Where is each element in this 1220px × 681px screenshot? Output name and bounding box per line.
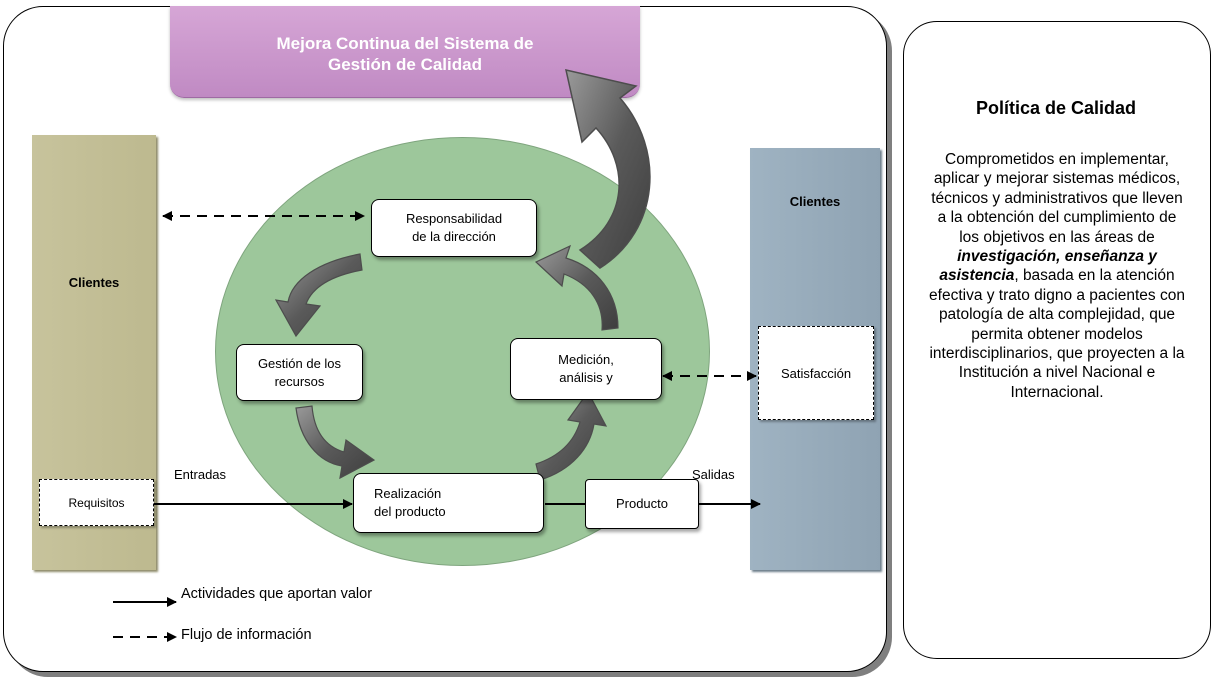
policy-text-emphasis: investigación, enseñanza y asistencia [939,248,1157,285]
realization-line-2: del producto [374,504,446,519]
resources-line-1: Gestión de los [257,355,342,371]
measurement-line-1: Medición, [558,352,614,367]
requirements-box: Requisitos [39,479,154,526]
outputs-label: Salidas [692,467,735,482]
responsibility-line-2: de la dirección [412,229,496,244]
policy-title: Política de Calidad [975,98,1137,118]
cycle-arrow-right-bottom [535,390,608,481]
cycle-arrow-left-bottom [295,405,376,480]
banner-line-1: Mejora Continua del Sistema de [276,34,534,53]
measurement-analysis-box: Medición, análisis y [510,338,662,400]
resource-management-box: Gestión de los recursos [236,344,363,401]
policy-panel [903,21,1211,659]
clients-right-title: Clientes [789,194,841,209]
satisfaction-label: Satisfacción [780,365,852,381]
inputs-label: Entradas [174,467,227,482]
product-box: Producto [585,479,699,529]
policy-text: Comprometidos en implementar, aplicar y … [928,150,1186,402]
improvement-arrow [565,69,651,269]
legend-information-flow: Flujo de información [181,627,312,643]
product-label: Producto [615,496,669,511]
policy-text-part-2: , basada en la atención efectiva y trato… [929,267,1185,401]
banner-line-2: Gestión de Calidad [328,55,482,74]
continuous-improvement-banner: Mejora Continua del Sistema de Gestión d… [170,6,640,98]
cycle-arrow-right-top [534,244,619,331]
clients-left-title: Clientes [68,275,120,290]
resources-line-2: recursos [274,373,325,389]
cycle-arrow-left-top [274,253,363,338]
management-responsibility-box: Responsabilidad de la dirección [371,199,537,257]
requirements-label: Requisitos [68,495,125,510]
policy-text-part-1: Comprometidos en implementar, aplicar y … [931,151,1183,246]
legend-value-activities: Actividades que aportan valor [181,586,373,602]
product-realization-box: Realización del producto [353,473,544,533]
satisfaction-box: Satisfacción [758,326,874,420]
responsibility-line-1: Responsabilidad [405,211,503,226]
realization-line-1: Realización [374,486,442,501]
measurement-line-2: análisis y [559,370,613,385]
